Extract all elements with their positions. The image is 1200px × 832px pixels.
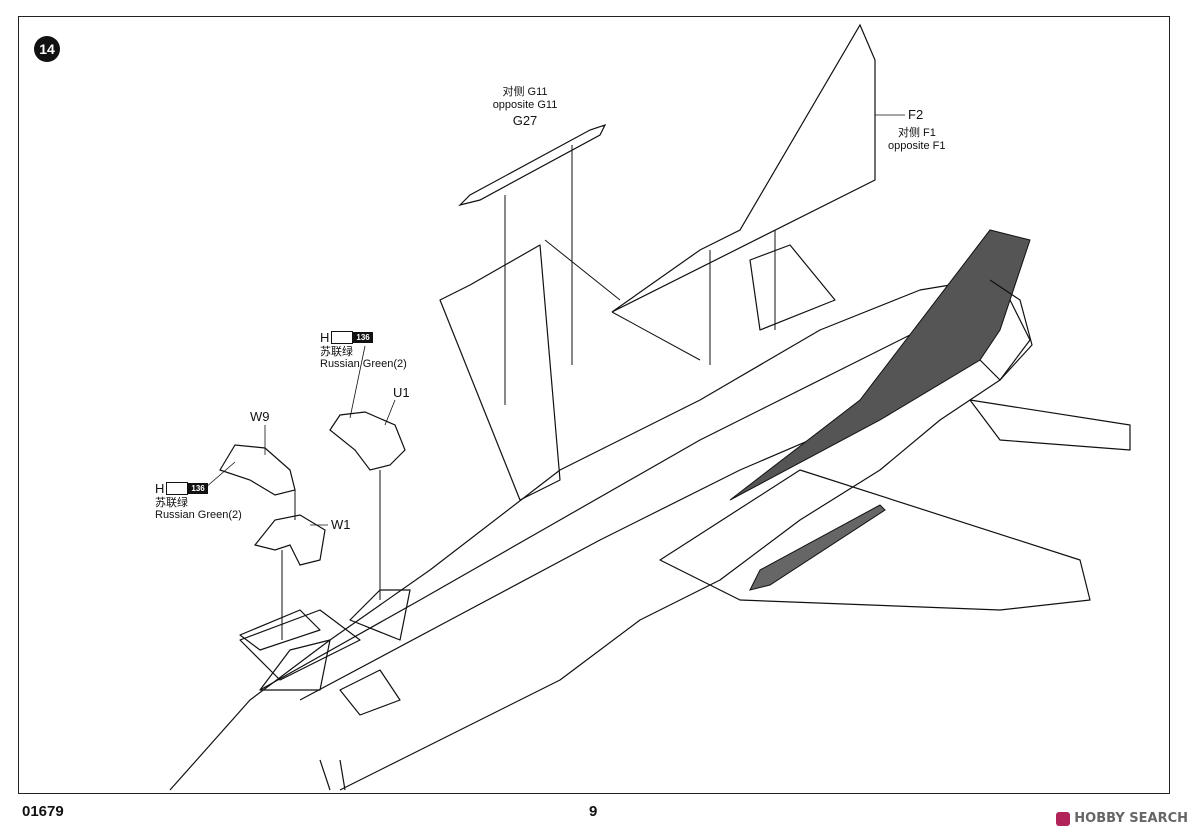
watermark-text: HOBBY SEARCH bbox=[1074, 811, 1188, 826]
paint-name-en-w9: Russian Green(2) bbox=[155, 509, 242, 521]
paint-code: 136 bbox=[353, 332, 373, 343]
g27-note-cn: 对侧 G11 bbox=[502, 86, 548, 98]
left-fin-small bbox=[749, 244, 836, 331]
assembly-guide-lines bbox=[281, 145, 776, 640]
paint-swatch bbox=[166, 482, 189, 495]
left-wing bbox=[439, 244, 561, 501]
paint-name-en-u1: Russian Green(2) bbox=[320, 358, 407, 370]
intake bbox=[239, 609, 361, 681]
part-w1-label: W1 bbox=[331, 517, 351, 532]
part-g27-rail bbox=[458, 123, 607, 207]
fuselage-spine bbox=[259, 309, 961, 691]
paint-callout-u1: H 136 bbox=[320, 330, 373, 345]
engine-nozzle bbox=[979, 279, 1033, 381]
kit-number: 01679 bbox=[22, 803, 64, 820]
paint-name-cn-w9: 苏联绿 bbox=[155, 497, 188, 509]
part-u1-label: U1 bbox=[393, 385, 410, 400]
watermark: HOBBY SEARCH bbox=[1056, 811, 1188, 826]
paint-code: 136 bbox=[188, 483, 208, 494]
canopy-frame-front bbox=[259, 639, 331, 691]
paint-letter: H bbox=[155, 481, 165, 496]
g27-note-en: opposite G11 bbox=[492, 99, 558, 111]
wing-rail bbox=[749, 504, 886, 591]
step-number-badge: 14 bbox=[34, 36, 60, 62]
page-number: 9 bbox=[589, 803, 598, 820]
part-f2-label: F2 bbox=[908, 107, 924, 122]
part-w9-canopy bbox=[219, 444, 296, 496]
f2-note-en: opposite F1 bbox=[888, 140, 946, 152]
dark-vertical-fin bbox=[729, 229, 1031, 501]
part-w9-label: W9 bbox=[250, 409, 270, 424]
part-w1-frame bbox=[253, 514, 326, 566]
side-panel-left bbox=[239, 609, 321, 651]
page-frame bbox=[18, 16, 1170, 794]
canopy-frame-rear bbox=[349, 589, 411, 641]
side-panel-right bbox=[339, 669, 401, 716]
right-stabilizer bbox=[969, 399, 1131, 451]
f2-note-cn: 对侧 F1 bbox=[898, 127, 936, 139]
paint-name-cn-u1: 苏联绿 bbox=[320, 346, 353, 358]
part-g27-label: G27 bbox=[512, 113, 538, 128]
fuselage-panel-line bbox=[299, 409, 881, 701]
fuselage-outline bbox=[169, 279, 1031, 791]
right-wing bbox=[659, 469, 1091, 611]
paint-letter: H bbox=[320, 330, 330, 345]
hobby-search-logo-icon bbox=[1056, 811, 1071, 826]
nose-gear bbox=[319, 759, 346, 791]
paint-callout-w9: H 136 bbox=[155, 481, 208, 496]
part-f2-fin bbox=[611, 23, 876, 313]
part-u1-canopy bbox=[329, 411, 406, 471]
label-leader-lines bbox=[204, 114, 905, 526]
paint-swatch bbox=[331, 331, 354, 344]
